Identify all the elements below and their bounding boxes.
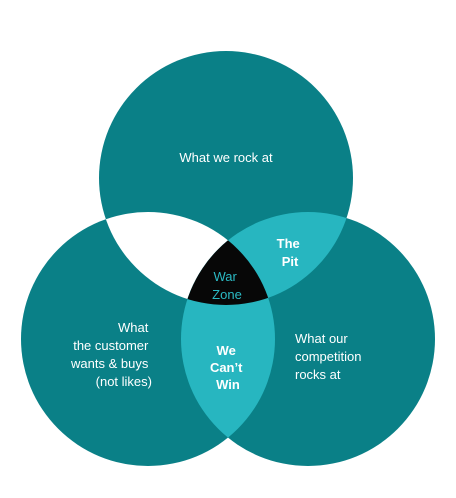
label-the-pit: The Pit bbox=[277, 236, 304, 269]
label-competition: What our competition rocks at bbox=[295, 331, 365, 382]
label-war-zone: War Zone bbox=[212, 269, 242, 302]
label-what-we-rock-at: What we rock at bbox=[179, 150, 273, 165]
war-zone-region bbox=[181, 212, 275, 305]
label-we-cant-win: We Can’t Win bbox=[210, 343, 246, 392]
label-customer: What the customer wants & buys (not like… bbox=[70, 320, 152, 389]
